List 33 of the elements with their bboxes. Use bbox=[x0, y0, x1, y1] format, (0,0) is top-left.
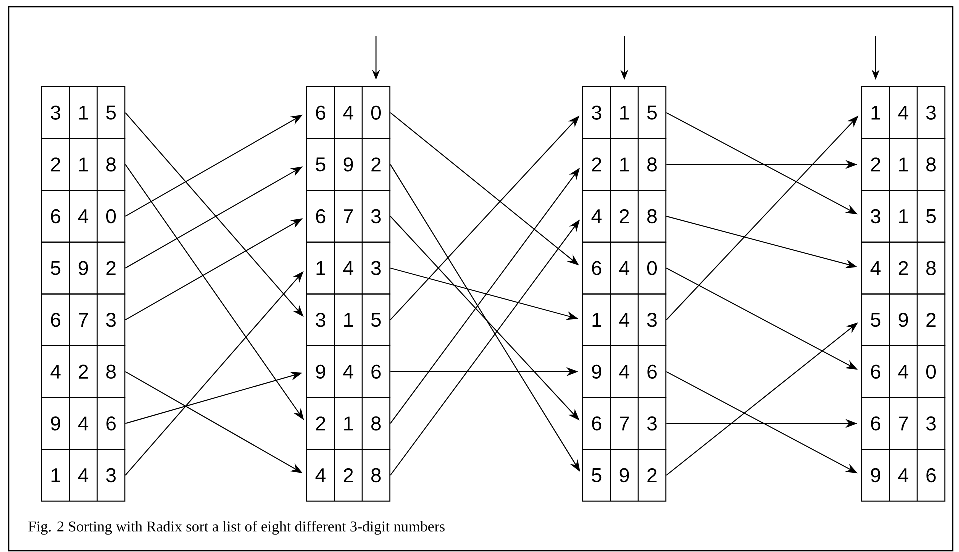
digit-row: 1 4 3 bbox=[582, 294, 667, 346]
digit-row: 2 1 8 bbox=[306, 397, 391, 450]
digit-row: 4 2 8 bbox=[862, 242, 946, 295]
digit-row: 6 7 3 bbox=[582, 397, 667, 450]
digit-row: 3 1 5 bbox=[582, 86, 667, 140]
digit-row: 9 4 6 bbox=[306, 346, 391, 398]
digit-row: 6 4 0 bbox=[862, 346, 946, 398]
digit-row: 6 7 3 bbox=[862, 397, 946, 450]
digit-row: 6 7 3 bbox=[42, 294, 126, 346]
digit-row: 4 2 8 bbox=[582, 190, 667, 243]
digit-row: 6 4 0 bbox=[306, 86, 391, 140]
digit-row: 2 1 8 bbox=[582, 138, 667, 192]
digit-row: 3 1 5 bbox=[42, 86, 126, 140]
digit-row: 9 4 6 bbox=[582, 346, 667, 398]
digit-row: 6 4 0 bbox=[582, 242, 667, 295]
digit-row: 6 7 3 bbox=[306, 190, 391, 243]
digit-row: 5 9 2 bbox=[582, 449, 667, 502]
digit-row: 2 1 8 bbox=[862, 138, 946, 192]
digit-row: 3 1 5 bbox=[306, 294, 391, 346]
digit-row: 5 9 2 bbox=[862, 294, 946, 346]
digit-row: 4 2 8 bbox=[42, 346, 126, 398]
digit-row: 4 2 8 bbox=[306, 449, 391, 502]
digit-row: 1 4 3 bbox=[862, 86, 946, 140]
digit-row: 1 4 3 bbox=[306, 242, 391, 295]
digit-row: 9 4 6 bbox=[42, 397, 126, 450]
digit-row: 1 4 3 bbox=[42, 449, 126, 502]
digit-row: 3 1 5 bbox=[862, 190, 946, 243]
digit-row: 5 9 2 bbox=[42, 242, 126, 295]
digit-row: 2 1 8 bbox=[42, 138, 126, 192]
caption: Fig. 2 Sorting with Radix sort a list of eight different 3-digit numbers bbox=[28, 521, 445, 535]
digit-row: 9 4 6 bbox=[862, 449, 946, 502]
digit-row: 5 9 2 bbox=[306, 138, 391, 192]
digit-row: 6 4 0 bbox=[42, 190, 126, 243]
